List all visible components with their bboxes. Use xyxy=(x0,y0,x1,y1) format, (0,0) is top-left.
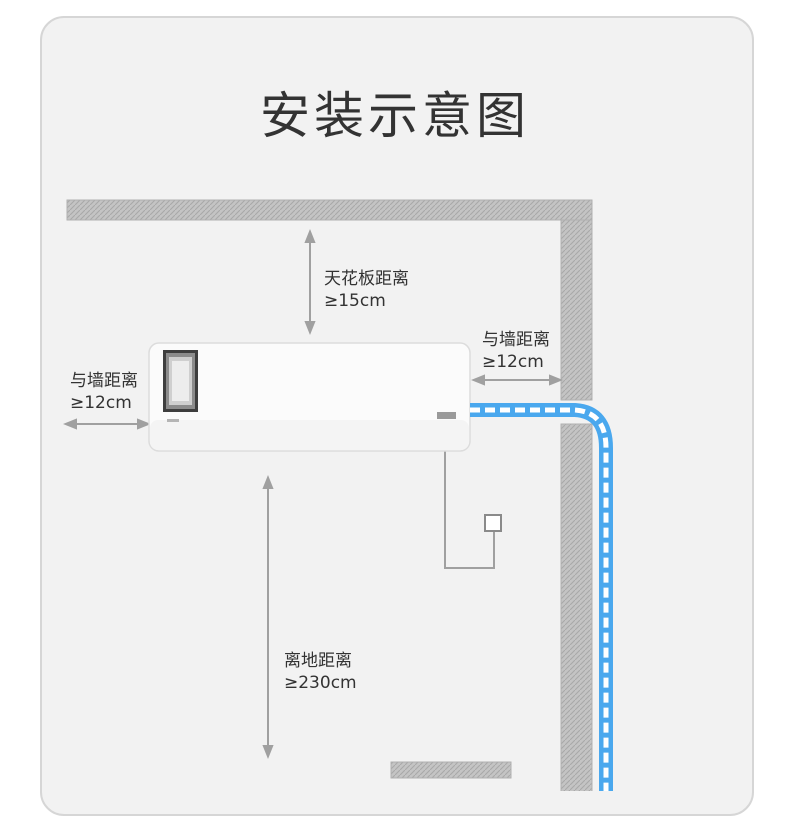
ceiling-slab xyxy=(66,199,593,221)
brand-logo-icon xyxy=(167,419,179,422)
air-conditioner-indoor-unit xyxy=(148,342,471,452)
display-panel xyxy=(163,350,198,412)
wall-right xyxy=(560,219,593,791)
ceiling-distance-value: ≥15cm xyxy=(324,291,386,311)
floor-distance-value: ≥230cm xyxy=(284,673,357,693)
right-wall-distance-value: ≥12cm xyxy=(482,352,544,372)
power-socket-icon xyxy=(484,514,502,532)
right-wall-distance-name: 与墙距离 xyxy=(482,330,550,350)
page-title: 安装示意图 xyxy=(260,87,530,145)
floor-distance-name: 离地距离 xyxy=(284,651,352,671)
power-cable xyxy=(444,448,495,569)
model-badge-icon xyxy=(437,412,456,419)
ceiling-distance-name: 天花板距离 xyxy=(324,269,409,289)
installation-diagram xyxy=(63,199,613,791)
refrigerant-pipe xyxy=(470,403,613,791)
left-wall-distance-name: 与墙距离 xyxy=(70,371,138,391)
floor-block xyxy=(390,761,512,779)
left-wall-distance-value: ≥12cm xyxy=(70,393,132,413)
